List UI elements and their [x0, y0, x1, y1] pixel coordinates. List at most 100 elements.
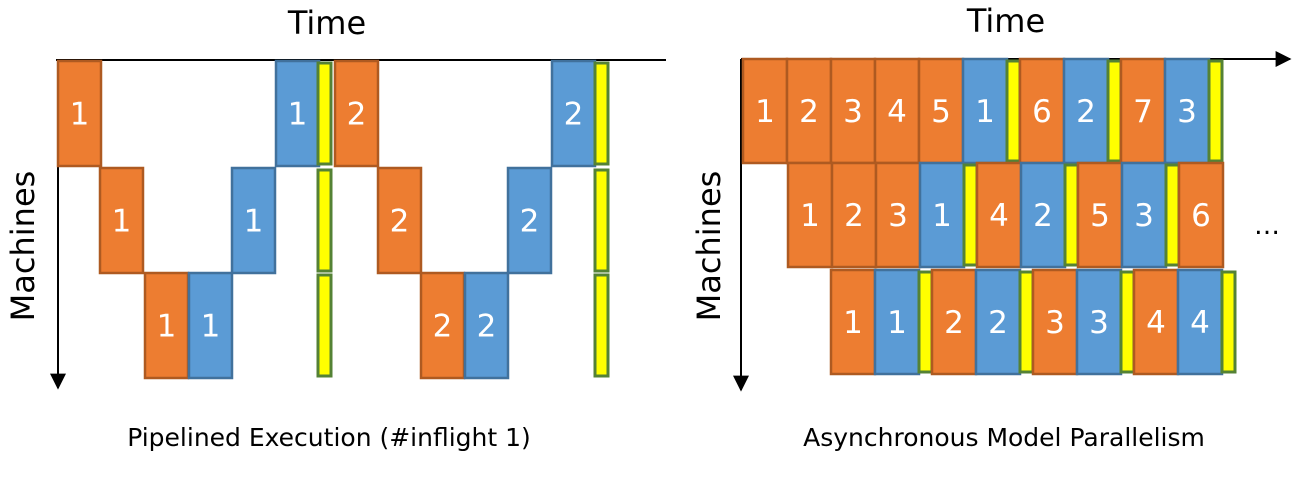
right-row1-update-block-10 [1164, 163, 1181, 267]
right-row0-forward-block-2-label: 3 [843, 94, 863, 130]
left-forward-block-0: 1 [56, 59, 103, 168]
left-time-label: Time [287, 4, 366, 42]
right-row2-backward-block-7-rect [1075, 268, 1123, 376]
right-row2-forward-block-6-rect [1031, 268, 1079, 376]
right-row1-forward-block-1-rect [830, 161, 878, 269]
left-backward-block-4-label: 1 [244, 204, 264, 240]
right-row1-backward-block-9: 3 [1120, 161, 1168, 269]
left-update-block-8-rect [316, 273, 333, 378]
left-caption: Pipelined Execution (#inflight 1) [127, 423, 531, 452]
right-row0-backward-block-11-rect [1163, 57, 1211, 165]
right-time-label: Time [966, 2, 1045, 40]
left-forward-block-9-rect [333, 59, 380, 168]
right-row1-update-block-7 [1063, 163, 1080, 267]
right-row0-forward-block-10-label: 7 [1133, 94, 1153, 130]
left-backward-block-13-rect [506, 166, 553, 275]
left-backward-block-5-rect [274, 59, 321, 168]
right-row0-forward-block-0-rect [741, 57, 789, 165]
right-row0-update-block-12 [1207, 59, 1224, 163]
left-forward-block-10: 2 [376, 166, 423, 275]
right-row1-forward-block-2-label: 3 [888, 198, 908, 234]
left-forward-block-11: 2 [419, 271, 466, 380]
right-row2-backward-block-4-rect [974, 268, 1022, 376]
right-row1-forward-block-8-label: 5 [1090, 198, 1110, 234]
right-row2-forward-block-6-label: 3 [1045, 305, 1065, 341]
right-row1-forward-block-0: 1 [786, 161, 834, 269]
left-backward-block-12: 2 [463, 271, 510, 380]
right-row2-backward-block-7-label: 3 [1089, 305, 1109, 341]
right-row0-update-block-9 [1106, 59, 1123, 163]
right-ellipsis: … [1254, 211, 1280, 241]
right-row0-forward-block-7: 6 [1018, 57, 1066, 165]
right-row1-forward-block-1-label: 2 [844, 198, 864, 234]
left-backward-block-3-rect [187, 271, 234, 380]
left-update-block-17 [593, 273, 610, 378]
left-backward-block-14: 2 [550, 59, 597, 168]
right-row2-forward-block-3: 2 [930, 268, 978, 376]
right-row1-forward-block-2-rect [874, 161, 922, 269]
right-row1-forward-block-0-label: 1 [800, 198, 820, 234]
right-row0-forward-block-7-rect [1018, 57, 1066, 165]
left-backward-block-4: 1 [230, 166, 277, 275]
right-row1-backward-block-6: 2 [1019, 161, 1067, 269]
left-update-block-7-rect [316, 168, 333, 273]
right-row1-update-block-10-rect [1164, 163, 1181, 267]
right-row2-update-block-5 [1018, 270, 1035, 374]
right-row2-backward-block-10: 4 [1176, 268, 1224, 376]
right-row0-forward-block-4: 5 [917, 57, 965, 165]
right-row0-forward-block-1-label: 2 [799, 94, 819, 130]
left-forward-block-1: 1 [98, 166, 145, 275]
right-row2-update-block-8-rect [1119, 270, 1136, 374]
left-forward-block-9: 2 [333, 59, 380, 168]
left-update-block-17-rect [593, 273, 610, 378]
left-update-block-15 [593, 61, 610, 166]
right-row0-forward-block-4-label: 5 [931, 94, 951, 130]
left-backward-block-14-rect [550, 59, 597, 168]
left-backward-block-5-label: 1 [288, 97, 308, 133]
left-forward-block-9-label: 2 [347, 97, 367, 133]
right-row1-forward-block-8-rect [1076, 161, 1124, 269]
right-machines-label: Machines [690, 171, 728, 322]
left-backward-block-13-label: 2 [520, 204, 540, 240]
right-row2-backward-block-7: 3 [1075, 268, 1123, 376]
left-forward-block-11-rect [419, 271, 466, 380]
right-row0-update-block-9-rect [1106, 59, 1123, 163]
left-backward-block-13: 2 [506, 166, 553, 275]
right-row1-forward-block-11: 6 [1177, 161, 1225, 269]
left-forward-block-11-label: 2 [433, 309, 453, 345]
right-row2-backward-block-10-label: 4 [1190, 305, 1210, 341]
right-row1-forward-block-8: 5 [1076, 161, 1124, 269]
right-row0-update-block-6 [1005, 59, 1022, 163]
right-row1-backward-block-3-label: 1 [932, 198, 952, 234]
right-row1-backward-block-9-label: 3 [1134, 198, 1154, 234]
right-row1-forward-block-11-label: 6 [1191, 198, 1211, 234]
left-forward-block-2-label: 1 [157, 309, 177, 345]
left-forward-block-1-label: 1 [112, 204, 132, 240]
right-row0-forward-block-7-label: 6 [1032, 94, 1052, 130]
right-row1-forward-block-1: 2 [830, 161, 878, 269]
right-row2-update-block-8 [1119, 270, 1136, 374]
right-row0-backward-block-5: 1 [961, 57, 1009, 165]
left-update-block-16 [593, 168, 610, 273]
left-update-block-6-rect [316, 61, 333, 166]
right-row2-update-block-2 [917, 270, 934, 374]
right-row2-forward-block-0-label: 1 [843, 305, 863, 341]
left-forward-block-0-rect [56, 59, 103, 168]
right-row2-update-block-2-rect [917, 270, 934, 374]
right-row0-backward-block-5-rect [961, 57, 1009, 165]
right-row0-update-block-12-rect [1207, 59, 1224, 163]
right-caption: Asynchronous Model Parallelism [803, 423, 1205, 452]
right-row0-update-block-6-rect [1005, 59, 1022, 163]
right-row2-forward-block-9-rect [1132, 268, 1180, 376]
right-row1-forward-block-5-label: 4 [989, 198, 1009, 234]
right-row2-backward-block-10-rect [1176, 268, 1224, 376]
left-forward-block-10-label: 2 [390, 204, 410, 240]
left-backward-block-4-rect [230, 166, 277, 275]
left-update-block-15-rect [593, 61, 610, 166]
right-row1-update-block-4-rect [962, 163, 979, 267]
right-row0-backward-block-8-label: 2 [1076, 94, 1096, 130]
left-backward-block-3-label: 1 [201, 309, 221, 345]
